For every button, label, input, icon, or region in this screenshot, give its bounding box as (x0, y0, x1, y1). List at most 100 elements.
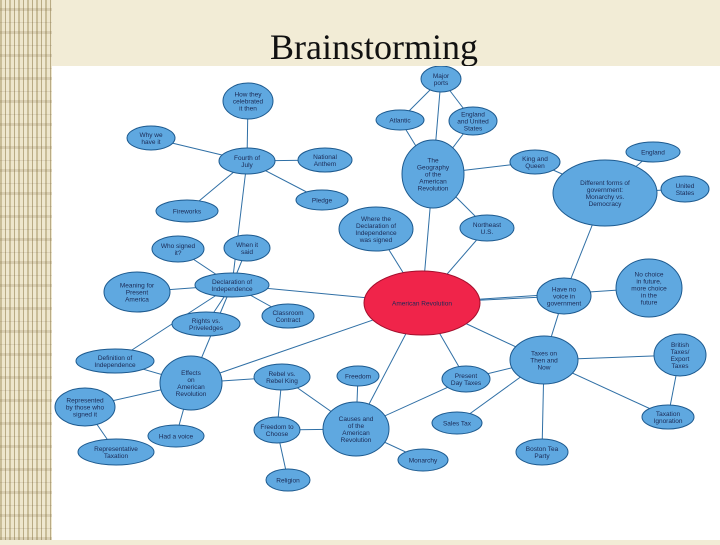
node-label: July (241, 162, 253, 169)
node-label: government (547, 300, 582, 307)
major-ports-ellipse (420, 65, 462, 93)
node-label: Religion (276, 477, 300, 484)
node-label: Day Taxes (451, 380, 482, 387)
effects-ellipse (159, 355, 223, 411)
node-label: Fireworks (173, 208, 202, 215)
node-label: Sales Tax (443, 420, 472, 427)
node-label: ports (434, 80, 449, 87)
node-label: Rebel vs. (268, 371, 295, 378)
node-label: Monarchy vs. (586, 194, 625, 201)
node-label: Where the (361, 216, 391, 223)
monarchy-ellipse (397, 448, 449, 472)
node-label: When it (236, 242, 258, 249)
node-pledge: Pledge (295, 189, 349, 211)
node-label: Atlantic (389, 117, 411, 124)
node-label: Present (455, 373, 478, 380)
have-voice-ellipse (536, 277, 592, 315)
center-node: American Revolution (363, 270, 481, 336)
boston-ellipse (515, 438, 569, 466)
node-label: Classroom (272, 310, 303, 317)
causes-ellipse (322, 401, 390, 457)
node-label: in future, (636, 278, 661, 285)
node-label: in the (641, 292, 657, 299)
node-label: celebrated (233, 98, 264, 105)
node-sales-tax: Sales Tax (431, 411, 483, 435)
node-label: Freedom to (260, 424, 294, 431)
pledge-ellipse (295, 189, 349, 211)
node-label: Have no (552, 286, 577, 293)
node-label: British (671, 342, 689, 349)
node-label: Present (126, 289, 149, 296)
who-signed-ellipse (151, 235, 205, 263)
node-label: American (342, 430, 370, 437)
node-label: Priveledges (189, 325, 224, 332)
declaration-ellipse (194, 272, 270, 298)
classroom-ellipse (261, 303, 315, 329)
link-fourth-july-declaration (231, 160, 248, 286)
node-label: Taxes on (531, 350, 557, 357)
node-label: Ignoration (654, 418, 683, 425)
node-label: Rebel King (266, 378, 298, 385)
node-label: it? (175, 250, 182, 257)
freedom-ellipse (336, 365, 380, 387)
england-ellipse (625, 141, 681, 163)
node-label: The (427, 157, 439, 164)
node-freedom: Freedom (336, 365, 380, 387)
node-religion: Religion (265, 468, 311, 492)
node-fireworks: Fireworks (155, 199, 219, 223)
present-taxes-ellipse (441, 365, 491, 393)
node-rights: Rights vs.Priveledges (171, 311, 241, 337)
node-label: Democracy (589, 201, 623, 208)
node-label: Rights vs. (192, 318, 221, 325)
node-label: England (461, 111, 485, 118)
representative-ellipse (77, 438, 155, 466)
node-rebel-king: Rebel vs.Rebel King (253, 363, 311, 391)
node-label: Choose (266, 431, 289, 438)
node-label: Had a voice (159, 433, 194, 440)
node-label: Revolution (176, 391, 207, 398)
node-label: by those who (66, 404, 105, 411)
node-label: Boston Tea (526, 446, 559, 453)
node-label: it then (239, 105, 257, 112)
node-label: future (641, 299, 658, 306)
node-label: Then and (530, 357, 558, 364)
node-label: Why we (139, 132, 163, 139)
node-label: National (313, 154, 337, 161)
node-label: of the (348, 423, 365, 430)
node-label: Causes and (339, 416, 374, 423)
node-label: government: (587, 187, 623, 194)
definition-ellipse (75, 348, 155, 374)
node-label: Definition of (98, 355, 133, 362)
slide-title: Brainstorming (270, 27, 478, 67)
node-label: Geography (417, 164, 450, 171)
node-label: American Revolution (392, 300, 452, 307)
king-queen-ellipse (509, 149, 561, 175)
node-label: Taxes (672, 363, 690, 370)
node-label: U.S. (481, 229, 494, 236)
node-label: Revolution (341, 437, 372, 444)
rights-ellipse (171, 311, 241, 337)
node-label: Different forms of (580, 180, 630, 187)
node-label: How they (234, 91, 262, 98)
node-had-voice: Had a voice (147, 424, 205, 448)
node-label: Representative (94, 446, 138, 453)
node-label: Freedom (345, 373, 371, 380)
node-label: Represented (66, 397, 104, 404)
taxation-ellipse (641, 404, 695, 430)
node-label: England (641, 149, 665, 156)
sales-tax-ellipse (431, 411, 483, 435)
node-label: Declaration of (212, 279, 252, 286)
